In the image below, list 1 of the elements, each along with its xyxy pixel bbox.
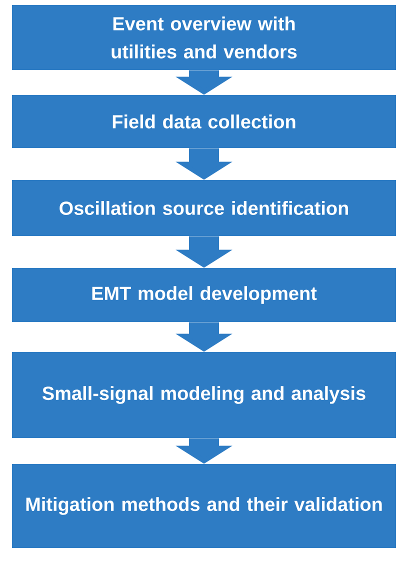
- process-box: Event overview with utilities and vendors: [12, 5, 396, 70]
